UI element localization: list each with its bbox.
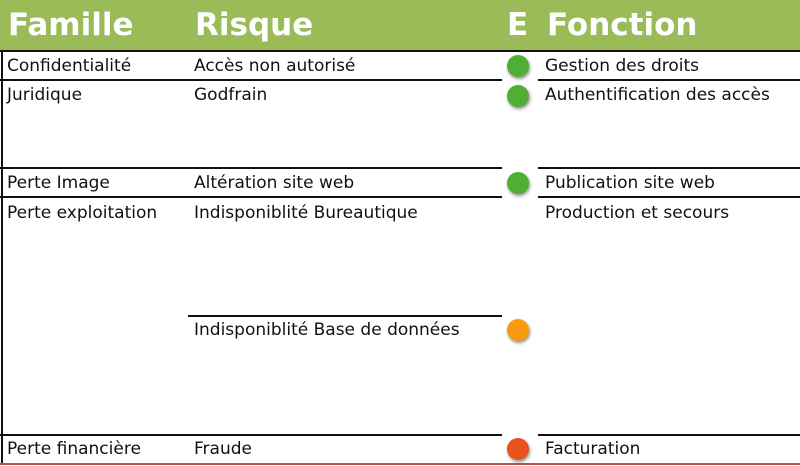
bottom-border bbox=[0, 463, 800, 465]
fonction-cell: Production et secours bbox=[545, 203, 730, 223]
divider bbox=[0, 196, 502, 198]
divider bbox=[0, 434, 502, 436]
fonction-cell: Facturation bbox=[545, 439, 641, 459]
divider bbox=[0, 50, 800, 52]
table-header bbox=[0, 0, 800, 50]
header-risque: Risque bbox=[195, 7, 314, 43]
divider bbox=[538, 434, 800, 436]
risque-cell: Indisponiblité Bureautique bbox=[194, 203, 418, 223]
left-border bbox=[1, 50, 3, 464]
risque-cell: Indisponiblité Base de données bbox=[194, 320, 460, 340]
risque-cell: Fraude bbox=[194, 439, 252, 459]
risque-cell: Altération site web bbox=[194, 173, 355, 193]
famille-cell: Perte exploitation bbox=[7, 203, 158, 223]
famille-cell: Confidentialité bbox=[7, 56, 132, 76]
divider bbox=[0, 167, 502, 169]
divider bbox=[538, 167, 800, 169]
header-famille: Famille bbox=[8, 7, 134, 43]
famille-cell: Perte Image bbox=[7, 173, 110, 193]
status-red-icon bbox=[507, 438, 529, 460]
fonction-cell: Gestion des droits bbox=[545, 56, 700, 76]
fonction-cell: Publication site web bbox=[545, 173, 715, 193]
header-fonction: Fonction bbox=[547, 7, 698, 43]
status-green-icon bbox=[507, 55, 529, 77]
status-orange-icon bbox=[507, 319, 529, 341]
risque-cell: Godfrain bbox=[194, 85, 268, 105]
famille-cell: Perte financière bbox=[7, 439, 141, 459]
divider bbox=[188, 315, 502, 317]
header-e: E bbox=[507, 7, 529, 43]
risque-cell: Accès non autorisé bbox=[194, 56, 356, 76]
famille-cell: Juridique bbox=[7, 85, 83, 105]
divider bbox=[538, 196, 800, 198]
divider bbox=[0, 79, 502, 81]
status-green-icon bbox=[507, 85, 529, 107]
status-green-icon bbox=[507, 172, 529, 194]
fonction-cell: Authentification des accès bbox=[545, 85, 770, 105]
divider bbox=[538, 79, 800, 81]
